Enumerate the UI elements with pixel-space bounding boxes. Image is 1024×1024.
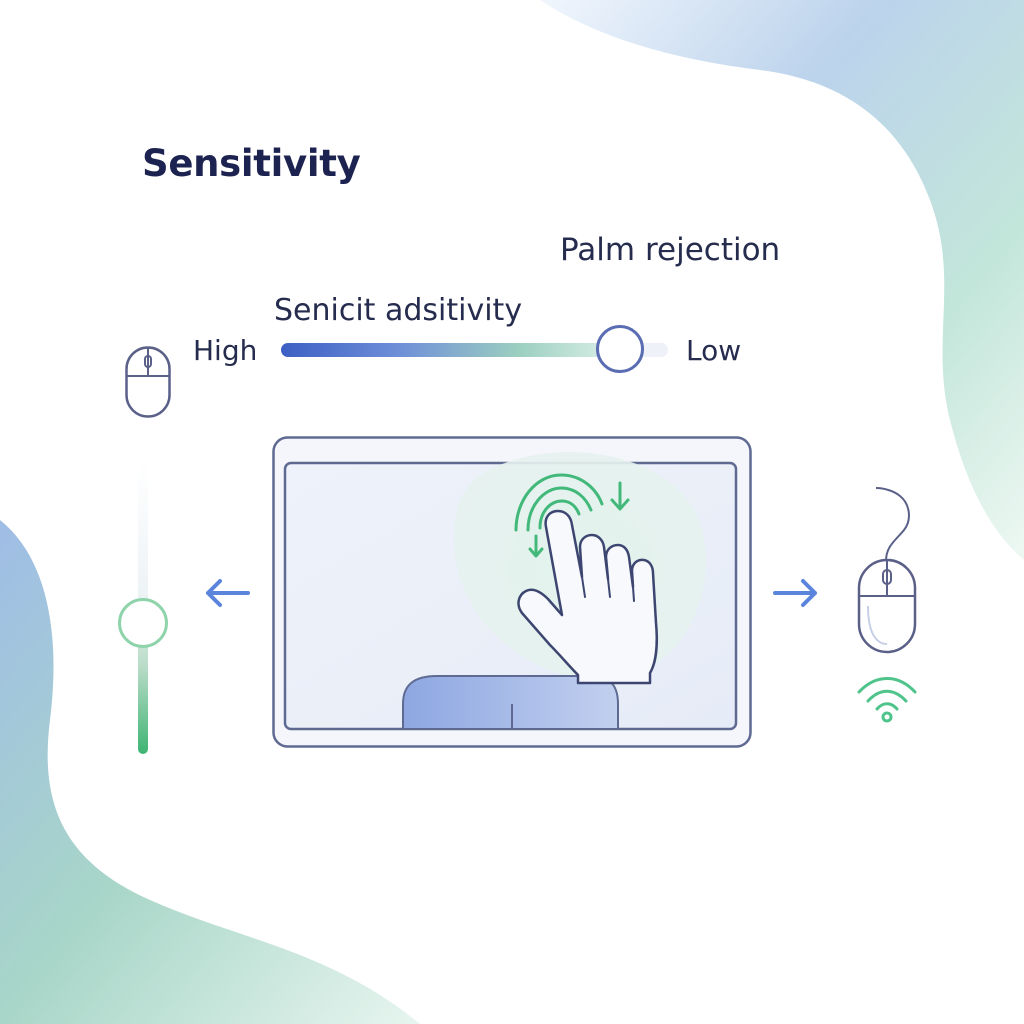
touch-ripple-icon	[506, 470, 606, 540]
sensitivity-slider-thumb[interactable]	[596, 325, 644, 373]
palm-rejection-label: Palm rejection	[560, 232, 781, 268]
arrow-right-icon	[773, 578, 819, 608]
arrow-left-icon	[204, 578, 250, 608]
vertical-slider-thumb[interactable]	[118, 598, 168, 648]
page-title: Sensitivity	[142, 142, 361, 185]
mouse-icon	[125, 346, 171, 418]
arrow-down-icon	[609, 481, 631, 513]
slider-high-label: High	[193, 334, 258, 367]
slider-low-label: Low	[686, 334, 742, 367]
mouse-with-cable-icon	[856, 486, 920, 656]
wireless-signal-icon	[856, 672, 918, 724]
sensitivity-slider-fill	[281, 343, 621, 357]
hand-gesture-icon	[510, 505, 665, 687]
sensitivity-slider-label: Senicit adsitivity	[274, 293, 523, 328]
arrow-down-icon	[526, 534, 546, 560]
